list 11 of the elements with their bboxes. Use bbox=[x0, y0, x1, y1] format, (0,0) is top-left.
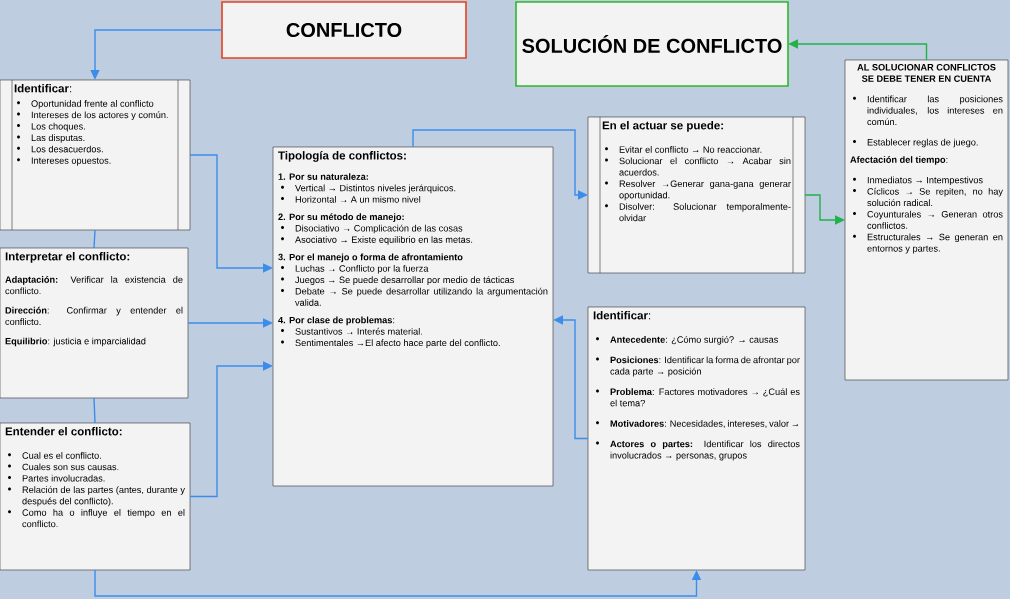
connector-line bbox=[93, 229, 96, 249]
title-box: CONFLICTO bbox=[221, 1, 467, 59]
connector-line bbox=[93, 397, 96, 424]
title-box: SOLUCIÓN DE CONFLICTO bbox=[515, 1, 789, 87]
info-box: En el actuar se puede: Evitar el conflicto → No reaccionar. Solucionar el conflicto → Acabar sin acuerdos. Resolver →Generar gana-gana generar oportunidad. Disolver: Solucionar temporalmente-olvidar bbox=[587, 116, 806, 274]
info-box: Entender el conflicto: Cual es el conflicto. Cuales son sus causas. Partes involucradas. Relación de las partes (antes, durante y después del conflicto). Como ha o influye el tiempo en el conflicto. bbox=[0, 422, 191, 571]
info-box: Interpretar el conflicto: Adaptación: Verificar la existencia de conflicto. Dirección: Confirmar y entender el conflicto. Equilibrio: justicia e imparcialidad bbox=[0, 247, 189, 399]
info-box: Tipología de conflictos: 1. Por su naturaleza: Vertical → Distintos niveles jerárquicos. Horizontal → A un mismo nivel 2. Por su método de manejo: Disociativo → Complicación de las cosas Asociativo → Existe equilibrio en las metas. 3. Por el manejo o forma de afrontamiento Luchas → Conflicto por la fuerza Juegos → Se puede desarrollar por medio de tácticas Debate → Se puede desarrollar utilizando la argumentación valida. 4. Por clase de problemas: Sustantivos → Interés material. Sentimentales →El afecto hace parte del conflicto. bbox=[272, 146, 554, 487]
info-box: Identificar: Antecedente: ¿Cómo surgió? → causas Posiciones: Identificar la forma de afrontar por cada parte → posición Problema: Factores motivadores → ¿Cuál es el tema? Motivadores: Necesidades, intereses, valor → Actores o partes: Identificar los directos involucrados → personas, grupos bbox=[587, 306, 806, 571]
info-box: Identificar: Oportunidad frente al conflicto Intereses de los actores y común. Los choques. Las disputas. Los desacuerdos. Intereses opuestos. bbox=[0, 79, 191, 231]
info-box: AL SOLUCIONAR CONFLICTOS SE DEBE TENER EN CUENTA Identificar las posiciones individuales, los intereses en común. Establecer reglas de juego. Afectación del tiempo: Inmediatos → Intempestivos Cíclicos → Se repiten, no hay solución radical. Coyunturales → Generan otros conflictos. Estructurales → Se generan en entornos y partes. bbox=[844, 59, 1009, 381]
